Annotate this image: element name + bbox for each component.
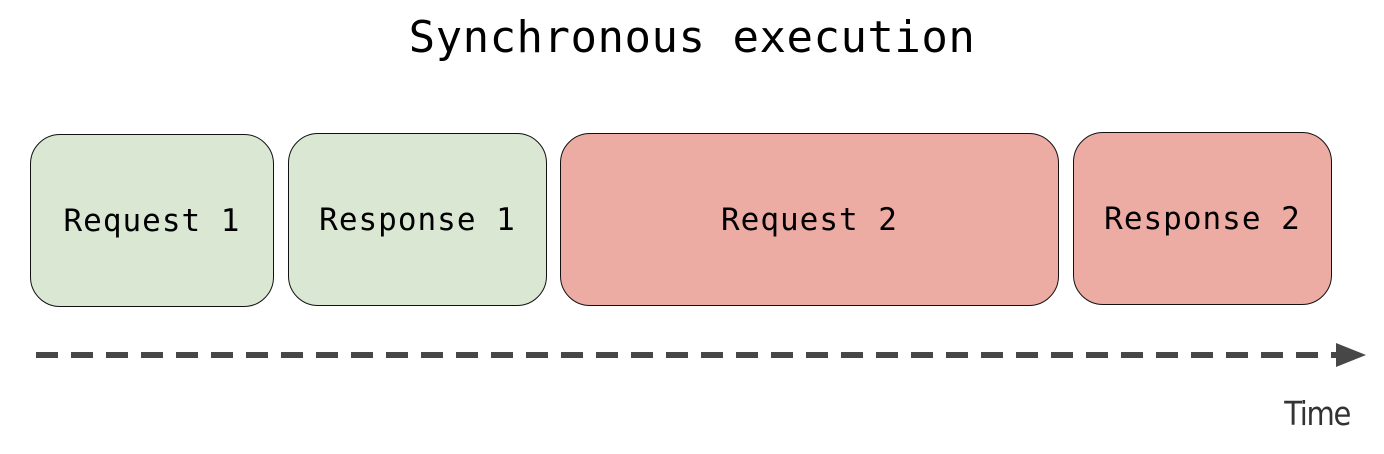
- request-2-block: Request 2: [560, 133, 1059, 306]
- time-axis-label: Time: [1284, 394, 1351, 433]
- request-2-label: Request 2: [721, 201, 898, 238]
- time-axis: [36, 343, 1366, 367]
- response-1-block: Response 1: [288, 133, 547, 306]
- time-arrow-head-icon: [1336, 343, 1366, 367]
- diagram-title: Synchronous execution: [408, 12, 976, 63]
- request-1-label: Request 1: [63, 202, 241, 239]
- response-2-label: Response 2: [1104, 200, 1301, 237]
- response-2-block: Response 2: [1073, 132, 1332, 305]
- request-1-block: Request 1: [30, 134, 274, 307]
- response-1-label: Response 1: [319, 201, 516, 238]
